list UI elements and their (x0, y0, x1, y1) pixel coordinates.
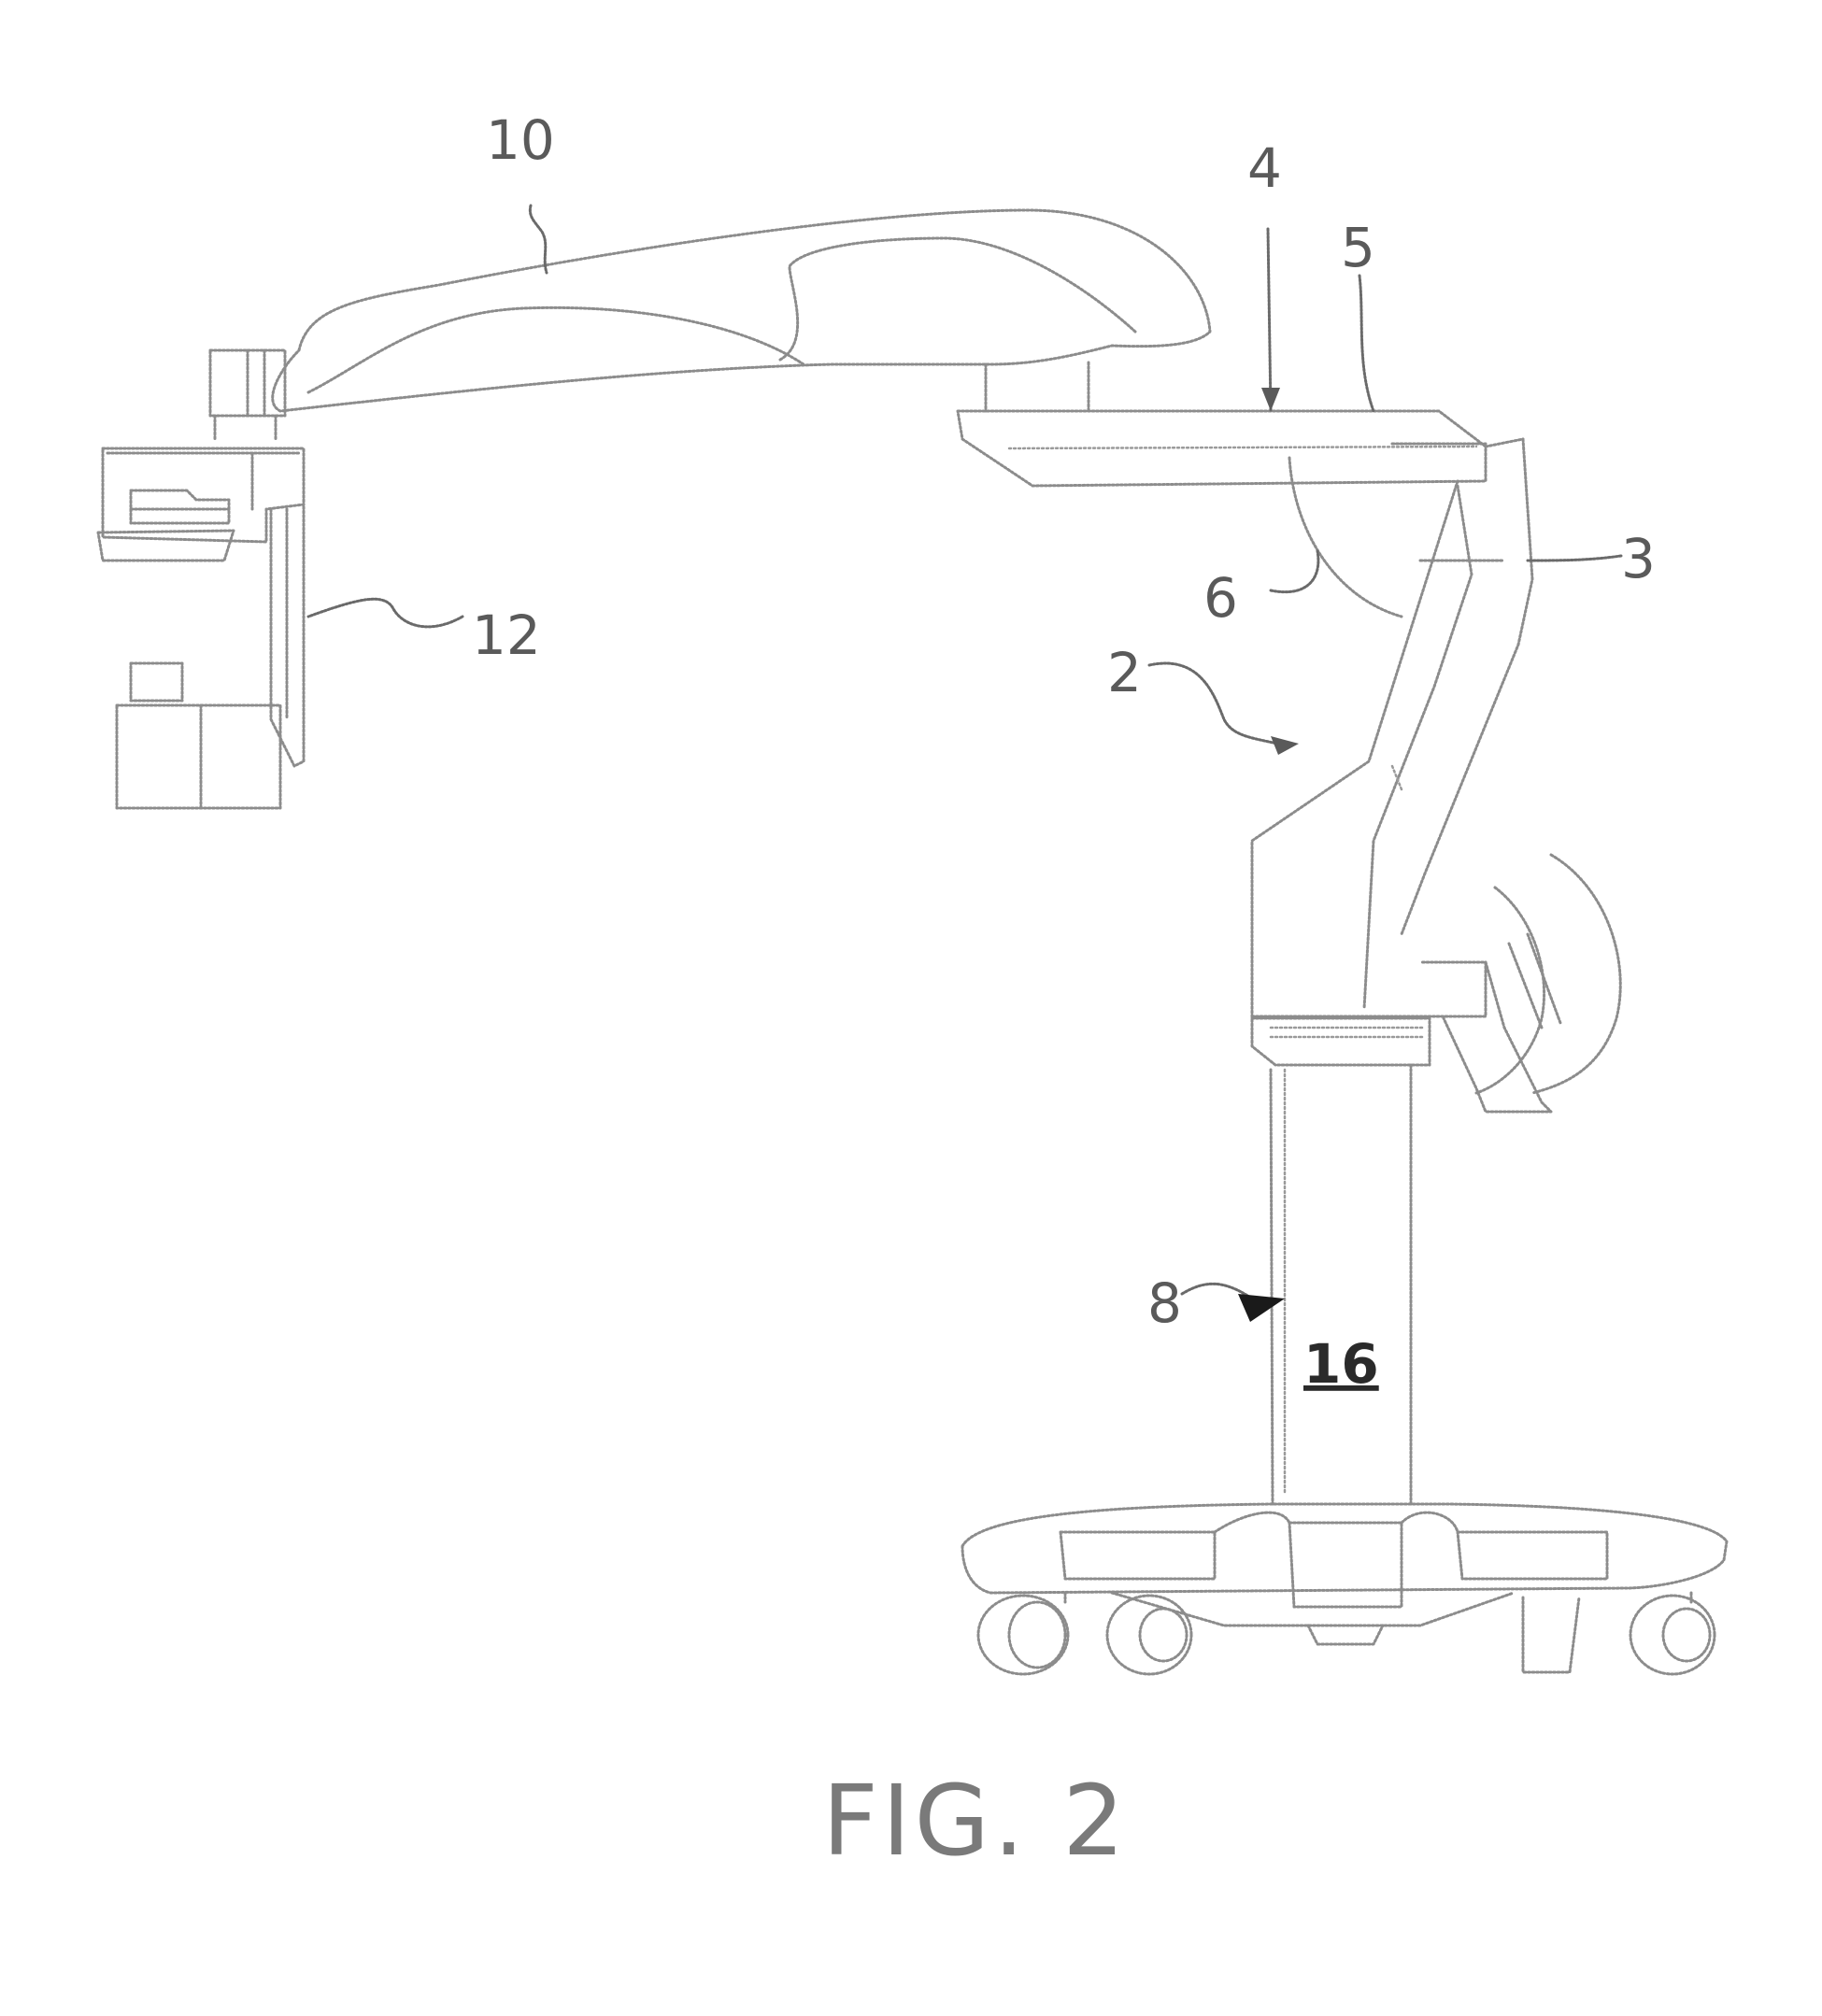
wheeled-base (961, 1502, 1729, 1676)
label-5: 5 (1341, 216, 1375, 279)
pillar (1269, 1063, 1413, 1506)
label-8: 8 (1147, 1271, 1182, 1335)
label-4: 4 (1247, 136, 1282, 200)
leader-4 (1266, 227, 1273, 413)
leader-2 (1147, 661, 1287, 747)
label-6: 6 (1203, 566, 1238, 630)
leader-3 (1526, 554, 1623, 562)
leader-5 (1358, 274, 1375, 413)
label-16: 16 (1303, 1332, 1379, 1396)
arrowhead-8 (1238, 1294, 1285, 1322)
leader-12 (306, 597, 464, 629)
leader-10 (528, 204, 548, 275)
main-column (1250, 437, 1622, 1114)
arrowhead-4 (1261, 388, 1280, 411)
label-2: 2 (1107, 641, 1142, 704)
instrument-head (96, 348, 306, 810)
arrowheads (1238, 388, 1299, 1322)
label-12: 12 (472, 603, 541, 667)
upper-arm (271, 208, 1212, 413)
horizontal-arm (956, 409, 1487, 488)
leader-6 (1269, 549, 1320, 594)
leader-8 (1180, 1282, 1254, 1300)
leader-lines (306, 204, 1623, 1300)
arrowhead-2 (1271, 736, 1299, 755)
label-10: 10 (486, 108, 555, 172)
figure-caption: FIG. 2 (822, 1764, 1128, 1878)
label-3: 3 (1621, 527, 1656, 590)
